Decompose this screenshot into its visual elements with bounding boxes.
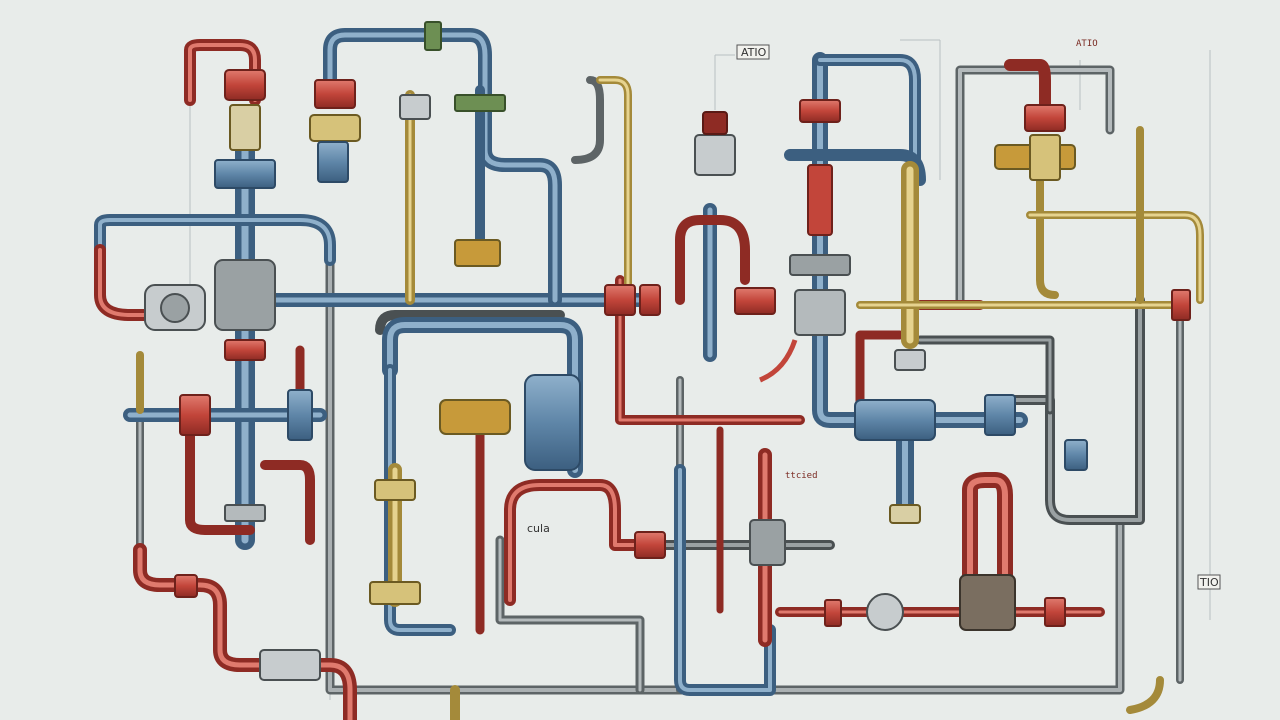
valve-right-top-red [1024,104,1066,132]
valve-center-brass [454,239,501,267]
red-curved-tab [758,339,798,383]
flange-center-red-3 [734,287,776,315]
labels: ATIO ATIO cula ttcied TIO [527,39,1221,590]
red-lower-left-branch [185,415,255,535]
tee-center-gray [794,289,846,336]
valve-blue-top [317,141,349,183]
coil-right-1 [807,164,833,236]
red-center-arch [675,215,750,305]
red-hook [260,460,315,545]
coupling-green-mid [454,94,506,112]
flange-right-blue [984,394,1016,436]
valve-top-left [224,69,266,101]
yellow-right-curve [1036,156,1059,299]
valve-top-center-cap [702,111,728,135]
flange-lower-right-blue [889,504,921,524]
blue-lower-center-hi [678,468,772,692]
valve-wheel-left [160,293,190,323]
label-lower-mid: ttcied [785,471,818,481]
blue-right-tee [784,149,926,186]
yellow-bottom-right-curve [1126,676,1164,714]
blue-top-left-branch [94,214,336,266]
yellow-pipes [136,76,1204,720]
valve-lower-mid-gray [749,519,786,566]
gray-pipe-right-loop [1005,295,1145,525]
valve-left-mid [179,394,211,436]
flange-lower-right-2 [1044,597,1066,627]
flange-left-2 [224,339,266,361]
label-cula: cula [527,522,550,535]
gray-pipe-right-loop-hi [1008,298,1142,522]
pump-center [524,374,581,471]
gray-pipe-center [571,76,604,164]
flange-yellow-1 [374,479,416,501]
valve-center-top [399,94,431,120]
red-right-unit-hi [967,477,1008,583]
valve-red-top [314,79,356,109]
yellow-top-hook [596,76,632,294]
flange-center-red-2 [639,284,661,316]
red-bottom-left [133,543,357,720]
flange-yellow-2 [369,581,421,605]
label-box-side-right [1197,574,1221,590]
flange-left-3 [224,504,266,522]
flange-left-1 [214,159,276,189]
red-bottom-left-hi [137,547,353,720]
label-top-right: ATIO [1076,39,1098,49]
coupling-green-top [424,21,442,51]
yellow-top-hook-hi [598,78,630,292]
valve-top-left-body [229,104,261,151]
blue-right-top-hi [818,58,917,162]
yellow-right-long-hi [1028,213,1202,302]
red-top-right-elbow [1004,59,1051,126]
yellow-right-long [1026,211,1204,304]
red-center-lower-hi [508,483,662,602]
unit-lower-right [959,574,1016,631]
red-right-unit [962,472,1013,588]
label-box-top-center [736,44,770,60]
flange-lower-right-1 [824,599,842,627]
red-left-loop-hi [98,248,152,317]
red-center-long-hi [618,278,802,422]
blue-left-down-hi [388,368,452,632]
valve-yellow-top [309,114,361,142]
valve-bottom-left-red [174,574,198,598]
red-left-loop [94,244,156,321]
flange-right-yellow-gray [894,349,926,371]
valve-right-blue [854,399,936,441]
valve-center-yellow [439,399,511,435]
valve-lower-right-ball [866,593,904,631]
valve-right-top-cap [1029,134,1061,181]
flange-center-red-1 [604,284,636,316]
label-top-center: ATIO [741,46,767,59]
label-side-right: TIO [1199,576,1219,589]
flange-right-top [799,99,841,123]
blue-top-left-branch-hi [98,218,332,262]
red-top-left-elbow-hi [188,43,257,102]
valve-left-mid-2 [287,389,313,441]
pump-housing-left [214,259,276,331]
flange-right-edge [1171,289,1191,321]
fittings [144,21,1191,681]
flange-right-mid [789,254,851,276]
blue-center-loop-hi [387,322,578,473]
coupling-bottom-left [259,649,321,681]
gray-pipe-flange-link [375,310,565,335]
blue-right-riser-hi [817,57,1023,423]
blue-lower-center [674,464,776,696]
gray-pipe-lower-center-hi [498,538,642,692]
tee-right-small [1064,439,1088,471]
blue-top-arch-hi [327,32,558,303]
gray-pipe-lower-center [495,535,645,695]
valve-top-center [694,134,736,176]
gray-pipe-mid-right-hi [918,338,1052,412]
flange-lower-mid-red [634,531,666,559]
